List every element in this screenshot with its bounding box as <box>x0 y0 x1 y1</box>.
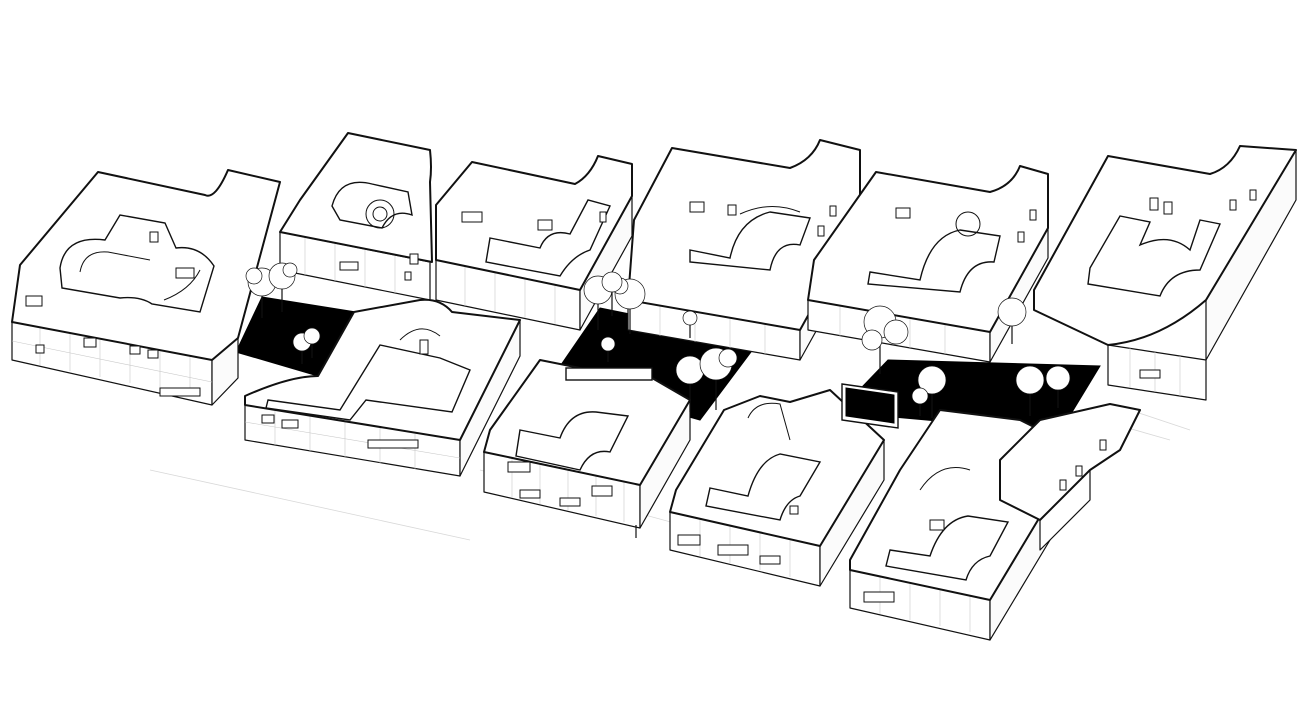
building-block-h <box>483 359 691 538</box>
tree-group-4 <box>600 310 698 362</box>
block-c-windows <box>461 211 607 231</box>
building-block-f <box>1033 145 1297 401</box>
block-a-windows <box>25 231 201 397</box>
building-block-c <box>435 155 633 331</box>
block-h-windows <box>507 461 613 507</box>
block-j-windows <box>863 519 945 603</box>
block-g-windows <box>261 339 429 449</box>
tree-group-1 <box>245 262 298 318</box>
tree-group-3 <box>583 271 646 334</box>
block-d-windows <box>689 201 837 237</box>
tree-group-6 <box>861 305 909 374</box>
plaza-platform <box>841 383 899 429</box>
tree-group-5 <box>675 347 738 412</box>
block-b-windows <box>339 253 419 281</box>
building-block-g <box>244 298 521 477</box>
block-f-windows <box>1139 189 1257 379</box>
block-e-windows <box>895 207 1037 243</box>
trees <box>245 262 1071 418</box>
building-block-a <box>11 169 281 406</box>
tree-group-2 <box>292 327 321 364</box>
block-i-windows <box>677 505 799 565</box>
building-block-b <box>279 132 433 301</box>
tree-group-7 <box>911 365 947 418</box>
building-block-i <box>669 389 885 587</box>
tree-group-8 <box>997 297 1071 416</box>
block-k-windows <box>1059 439 1107 491</box>
building-block-k <box>999 403 1141 551</box>
